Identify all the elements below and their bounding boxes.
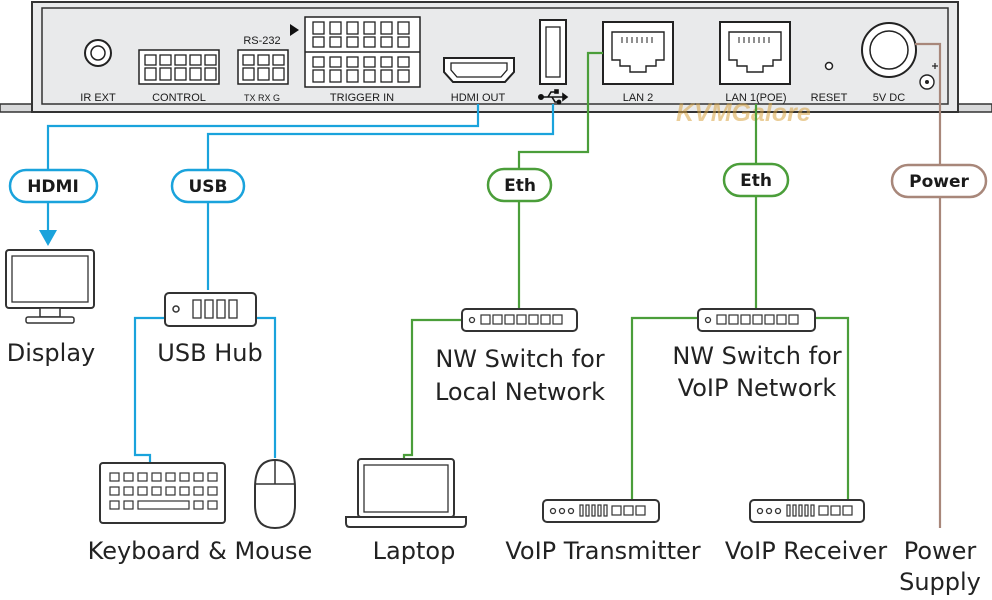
voip-receiver-icon	[749, 499, 865, 523]
usb-cable	[206, 104, 555, 290]
laptop-label: Laptop	[373, 537, 456, 565]
laptop-icon	[345, 458, 467, 528]
usb-hub-label: USB Hub	[157, 339, 262, 367]
usb-badge-label: USB	[188, 177, 227, 197]
voip-receiver-label: VoIP Receiver	[725, 537, 887, 565]
reset-button: RESET	[811, 61, 848, 104]
eth-voip-badge: Eth	[722, 162, 790, 198]
eth-laptop-cable	[402, 318, 462, 460]
usb-hub-icon	[164, 292, 257, 327]
device-rear-panel: IR EXT CONTROL RS-232 TX RX G	[0, 1, 992, 127]
dc-label: 5V DC	[873, 92, 905, 104]
switch-voip-label-line2: VoIP Network	[678, 374, 837, 402]
switch-local-label-line1: NW Switch for	[435, 345, 604, 373]
hdmi-out-label: HDMI OUT	[451, 92, 506, 104]
lan1-label: LAN 1(POE)	[725, 92, 786, 104]
rs232-pins-label: TX RX G	[244, 93, 280, 103]
power-badge-label: Power	[909, 172, 969, 192]
dc-power-port: 5V DC	[861, 22, 938, 104]
power-supply-label-line1: Power	[904, 537, 977, 565]
eth-local-badge-label: Eth	[504, 176, 536, 196]
hdmi-badge: HDMI	[8, 168, 99, 204]
lan2-label: LAN 2	[623, 92, 654, 104]
rs232-title: RS-232	[243, 35, 280, 47]
power-cable	[915, 42, 942, 528]
switch-voip-label-line1: NW Switch for	[672, 342, 841, 370]
eth-local-badge: Eth	[486, 167, 553, 203]
control-port: CONTROL	[138, 49, 220, 104]
eth-voip-rx-cable	[815, 316, 850, 500]
voip-transmitter-label: VoIP Transmitter	[505, 537, 700, 565]
watermark: KVMGalore	[676, 99, 811, 127]
voip-transmitter-icon	[542, 499, 660, 523]
reset-label: RESET	[811, 92, 848, 104]
hdmi-out-port: HDMI OUT	[443, 57, 515, 104]
control-label: CONTROL	[152, 92, 206, 104]
display-label: Display	[7, 339, 95, 367]
lan2-port: LAN 2	[602, 21, 674, 104]
dc-polarity-icon	[919, 63, 938, 90]
keyboard-mouse-label: Keyboard & Mouse	[88, 537, 313, 565]
switch-local-label-line2: Local Network	[435, 378, 605, 406]
rs232-port: RS-232 TX RX G	[237, 24, 299, 103]
keyboard-icon	[99, 462, 226, 524]
trigger-in-port: TRIGGER IN	[304, 16, 421, 104]
network-switch-voip-icon	[697, 308, 816, 332]
lan1-port: LAN 1(POE)	[719, 21, 791, 104]
eth-local-cable	[517, 51, 603, 310]
network-switch-icon	[461, 308, 578, 332]
hdmi-badge-label: HDMI	[27, 177, 79, 197]
monitor-icon	[5, 249, 95, 324]
ir-ext-port: IR EXT	[80, 39, 116, 104]
usb-hub-mouse-cable	[256, 316, 277, 458]
mouse-icon	[254, 458, 296, 530]
ir-ext-label: IR EXT	[80, 92, 116, 104]
hdmi-cable	[46, 104, 480, 236]
power-badge: Power	[890, 163, 988, 199]
power-supply-label-line2: Supply	[899, 568, 981, 596]
usb-icon	[537, 89, 569, 105]
hdmi-arrow	[39, 230, 57, 246]
usb-badge: USB	[170, 168, 246, 204]
usb-port	[537, 19, 569, 105]
eth-voip-tx-cable	[630, 316, 698, 500]
trigger-in-label: TRIGGER IN	[330, 92, 394, 104]
eth-voip-badge-label: Eth	[740, 171, 772, 191]
